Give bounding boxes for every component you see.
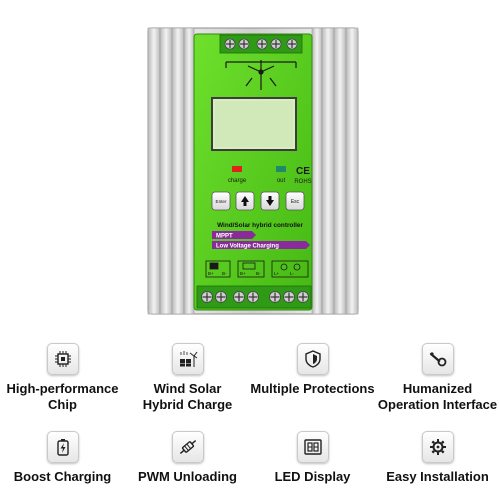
feature-humanized-operation-interface: Humanized Operation Interface — [375, 343, 500, 413]
terminal-label-3: B+ — [240, 271, 246, 276]
feature-wind-solar-hybrid-charge: Wind Solar Hybrid Charge — [125, 343, 250, 413]
esc-button[interactable]: Esc — [285, 191, 305, 211]
svg-text:Enter: Enter — [216, 199, 227, 204]
svg-text:Esc: Esc — [291, 199, 300, 205]
shield-icon — [296, 343, 329, 375]
led-display-icon — [296, 431, 329, 463]
ce-mark: CE — [296, 166, 310, 177]
pwm-resistor-icon — [171, 431, 204, 463]
feature-label: High-performance Chip — [6, 381, 119, 412]
svg-text:MPPT: MPPT — [216, 234, 233, 240]
terminal-label-5: L+ — [274, 271, 280, 276]
out-led — [276, 166, 286, 172]
terminal-label-4: B- — [256, 271, 261, 276]
up-button[interactable] — [235, 191, 255, 211]
wind-turbine-icon — [225, 60, 297, 90]
feature-label: Wind Solar Hybrid Charge — [142, 381, 233, 412]
chip-icon — [46, 343, 79, 375]
feature-label: Humanized Operation Interface — [377, 381, 498, 412]
top-terminal-block — [219, 34, 303, 54]
down-button[interactable] — [260, 191, 280, 211]
feature-boost-charging: Boost Charging — [0, 431, 125, 485]
bottom-terminal-block — [196, 285, 312, 309]
charge-led — [232, 166, 242, 172]
feature-multiple-protections: Multiple Protections — [250, 343, 375, 397]
low-voltage-tag: Low Voltage Charging — [212, 241, 310, 250]
out-led-label: out — [277, 178, 286, 184]
feature-label: Boost Charging — [13, 469, 112, 484]
svg-text:Low Voltage Charging: Low Voltage Charging — [216, 244, 279, 250]
rohs-mark: ROHS — [294, 179, 311, 185]
charge-led-label: charge — [228, 178, 247, 184]
feature-label: LED Display — [274, 469, 351, 484]
feature-label: Easy Installation — [386, 469, 489, 484]
terminal-label-2: B- — [222, 271, 227, 276]
feature-easy-installation: Easy Installation — [375, 431, 500, 485]
controller-title: Wind/Solar hybrid controller — [217, 222, 303, 229]
wrench-icon — [421, 343, 454, 375]
arrow-down-icon — [266, 196, 274, 206]
enter-button[interactable]: Enter — [211, 191, 231, 211]
mppt-tag: MPPT — [212, 231, 256, 240]
battery-charge-icon — [46, 431, 79, 463]
arrow-up-icon — [241, 196, 249, 206]
terminal-symbols — [205, 260, 309, 278]
charge-controller-device: charge out CE ROHS Enter Esc Wind/Solar … — [147, 27, 359, 315]
wind-solar-icon — [171, 343, 204, 375]
terminal-label-6: L- — [290, 271, 295, 276]
feature-label: PWM Unloading — [138, 469, 237, 484]
feature-high-performance-chip: High-performance Chip — [0, 343, 125, 413]
feature-pwm-unloading: PWM Unloading — [125, 431, 250, 485]
terminal-label-1: B+ — [208, 271, 214, 276]
feature-label: Multiple Protections — [250, 381, 375, 396]
feature-led-display: LED Display — [250, 431, 375, 485]
gear-icon — [421, 431, 454, 463]
